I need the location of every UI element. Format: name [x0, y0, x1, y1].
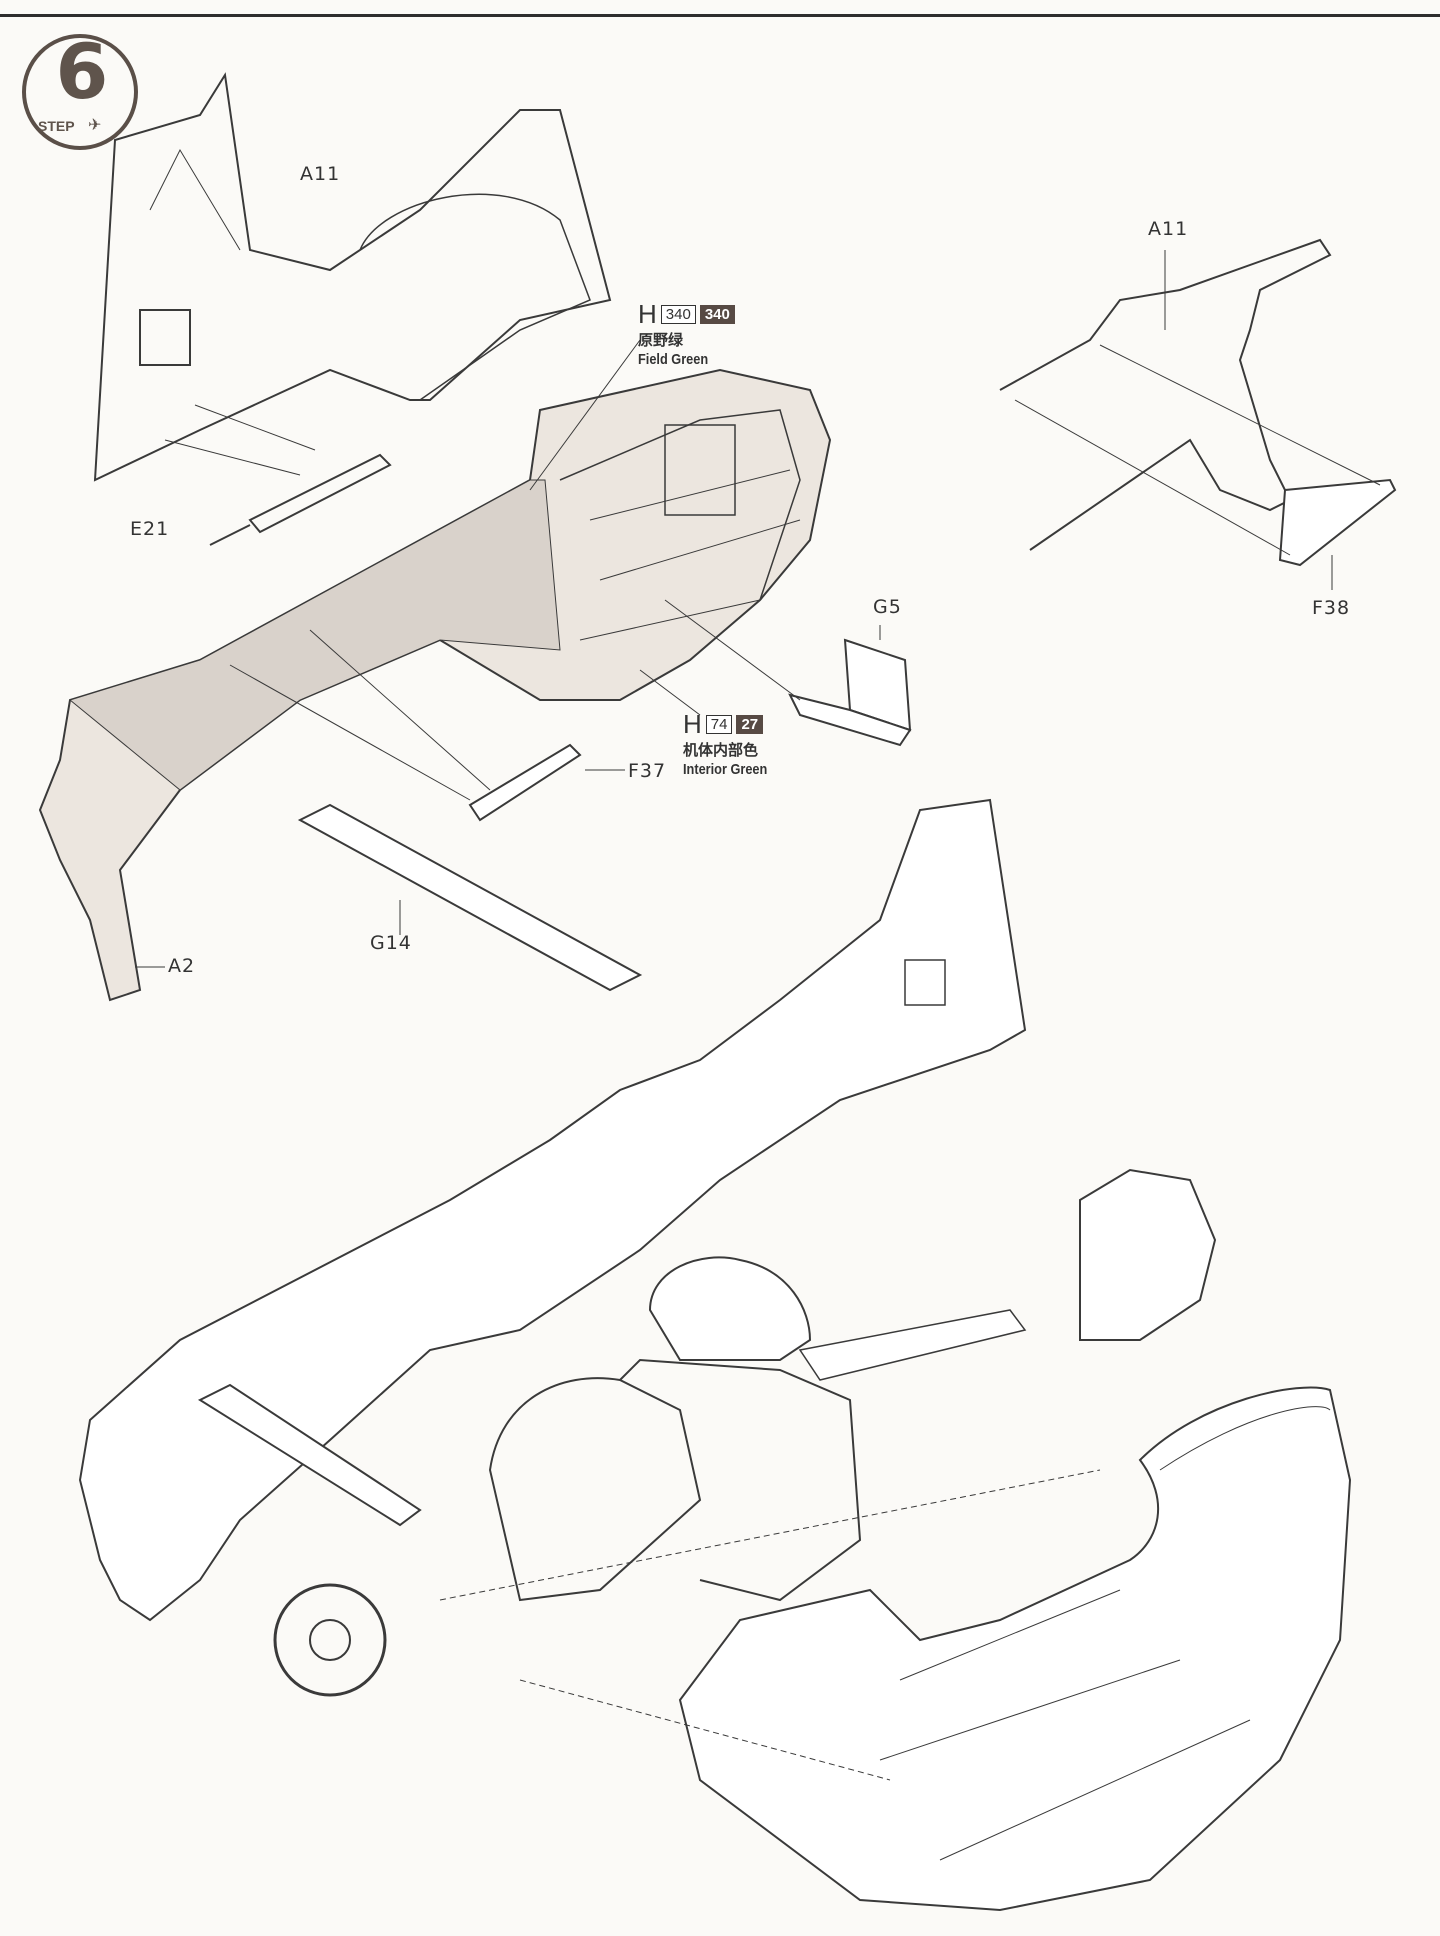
- label-e21: E21: [130, 518, 170, 540]
- step-number: 6: [55, 27, 109, 116]
- part-f37: [229, 629, 625, 822]
- part-e21-rod: [164, 404, 392, 546]
- paint-code-2: 27: [736, 714, 764, 734]
- paint-prefix: H: [638, 299, 657, 329]
- fuselage-half-right-lower: [439, 1386, 1352, 1912]
- label-a11-left: A11: [300, 163, 341, 185]
- paint-name-cn: 机体内部色: [683, 741, 759, 759]
- plane-icon: ✈: [88, 117, 102, 134]
- paint-name-en: Field Green: [638, 351, 709, 368]
- label-f38: F38: [1312, 597, 1351, 619]
- fuselage-half-a11-left: [93, 72, 612, 482]
- step-badge: 6 STEP ✈: [22, 34, 138, 150]
- paint-code-1: 340: [660, 304, 696, 324]
- leader-interior-green: [639, 669, 701, 716]
- paint-name-cn: 原野绿: [638, 331, 684, 349]
- detail-a11-f38: [999, 238, 1397, 590]
- part-g5: [664, 599, 912, 747]
- paint-code-2: 340: [699, 304, 735, 324]
- label-g14: G14: [370, 932, 412, 954]
- label-f37: F37: [628, 760, 667, 782]
- paint-code-1: 74: [705, 714, 733, 734]
- page-top-rule: [0, 14, 1440, 17]
- label-a2: A2: [168, 955, 196, 977]
- fuselage-half-a2: [38, 368, 832, 1002]
- step-label: STEP: [38, 118, 75, 134]
- paint-name-en: Interior Green: [683, 761, 768, 778]
- paint-callout-interior-green: H 74 27 机体内部色 Interior Green: [683, 710, 782, 780]
- part-g14: [135, 803, 643, 992]
- paint-callout-field-green: H 340 340 原野绿 Field Green: [638, 300, 735, 370]
- assembled-fuselage: [78, 798, 1217, 1697]
- label-g5: G5: [873, 596, 902, 618]
- leader-field-green: [529, 339, 641, 491]
- paint-prefix: H: [683, 709, 702, 739]
- label-a11-right: A11: [1148, 218, 1189, 240]
